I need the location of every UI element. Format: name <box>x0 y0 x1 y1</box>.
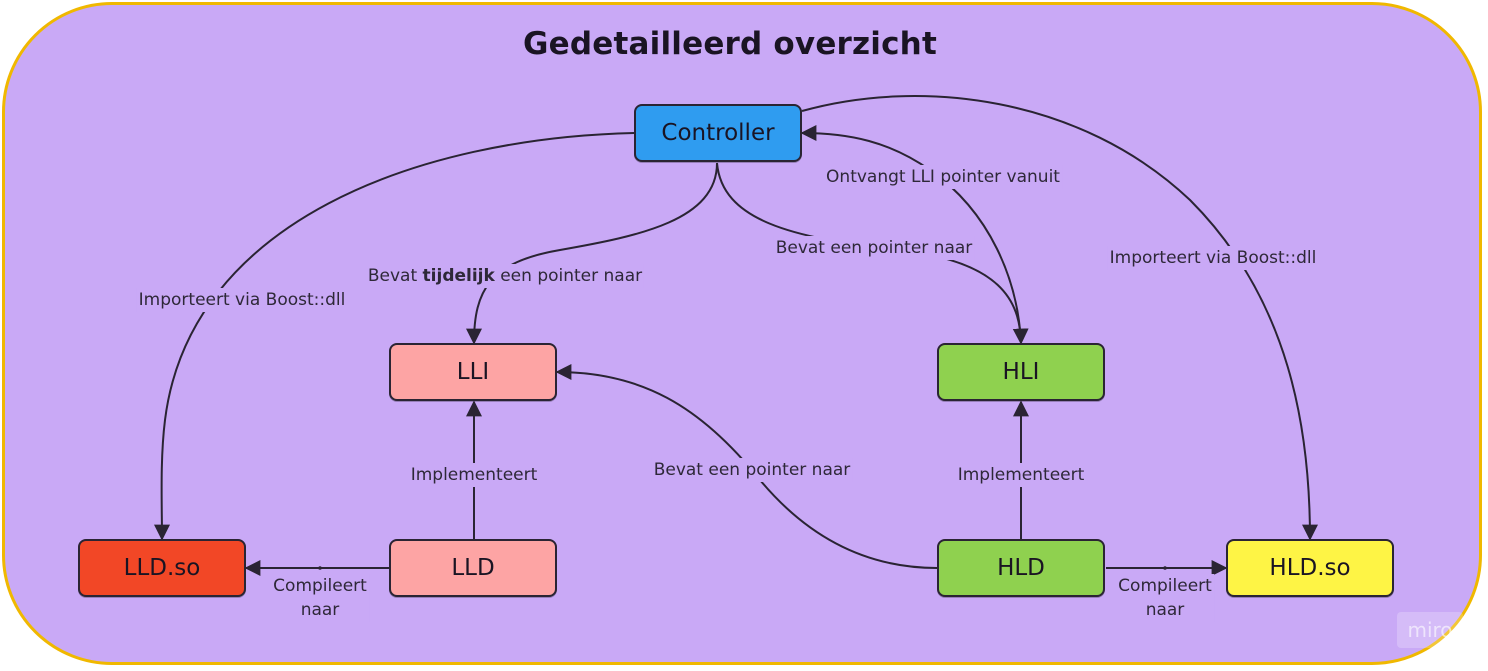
edge-midpoint-dot <box>1163 566 1167 570</box>
node-lld-so[interactable]: LLD.so <box>78 539 246 597</box>
edge-label-controller-lldso: Importeert via Boost::dll <box>136 288 348 312</box>
edge-controller-hldso <box>801 95 1318 541</box>
node-hld[interactable]: HLD <box>937 539 1105 597</box>
edge-label-controller-hldso: Importeert via Boost::dll <box>1107 246 1319 270</box>
node-hli[interactable]: HLI <box>937 343 1105 401</box>
edge-controller-lldso <box>153 132 635 541</box>
node-controller[interactable]: Controller <box>634 104 802 162</box>
edge-label-hli-controller: Ontvangt LLI pointer vanuit <box>824 165 1062 189</box>
edge-controller-lli <box>466 162 718 345</box>
node-lld[interactable]: LLD <box>389 539 557 597</box>
diagram-title: Gedetailleerd overzicht <box>523 26 937 62</box>
miro-watermark: miro <box>1397 612 1463 648</box>
node-lli[interactable]: LLI <box>389 343 557 401</box>
edge-label-controller-lli: Bevat tijdelijk een pointer naar <box>365 264 645 288</box>
edge-label-hld-hli: Implementeert <box>955 463 1087 487</box>
edge-label-hld-lli: Bevat een pointer naar <box>651 458 853 482</box>
edge-midpoint-dot <box>318 566 322 570</box>
node-hld-so[interactable]: HLD.so <box>1226 539 1394 597</box>
edge-label-controller-hli: Bevat een pointer naar <box>773 236 975 260</box>
edge-label-lld-lli: Implementeert <box>408 463 540 487</box>
